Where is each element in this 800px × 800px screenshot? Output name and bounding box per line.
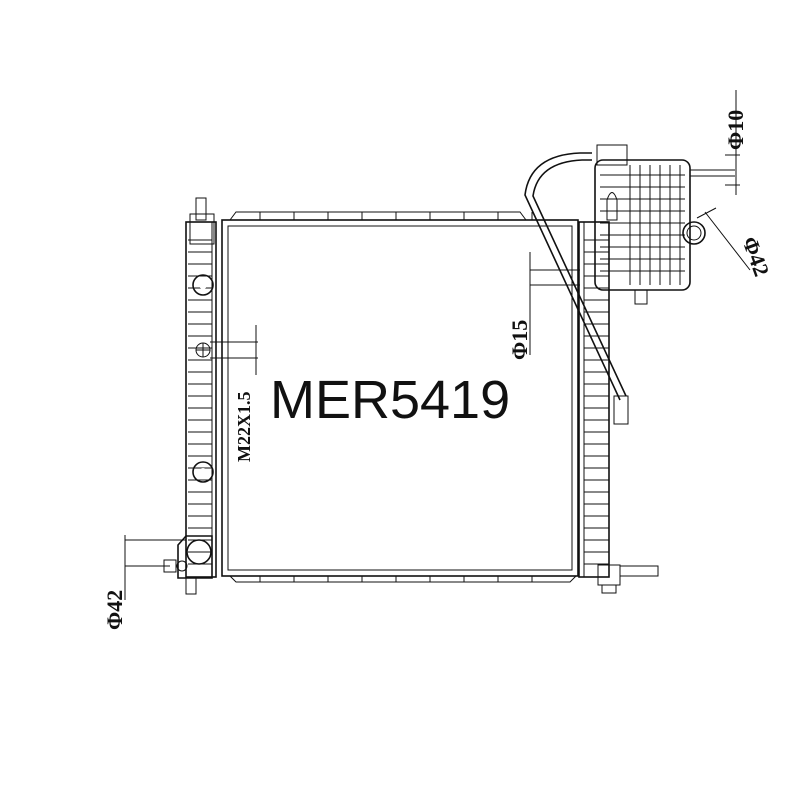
radiator-core <box>221 211 579 583</box>
right-tank <box>578 221 659 594</box>
expansion-tank <box>594 144 735 305</box>
model-number: MER5419 <box>270 370 510 430</box>
dim-m22x1-5: M22X1.5 <box>234 392 254 463</box>
dim-phi42-bottom: Φ42 <box>102 590 127 630</box>
dim-phi42-top: Φ42 <box>737 233 774 279</box>
dim-phi10: Φ10 <box>723 110 748 150</box>
dimension-lines <box>124 90 751 600</box>
overflow-hose <box>524 152 629 425</box>
left-tank <box>163 197 217 595</box>
dim-phi15: Φ15 <box>507 320 532 360</box>
